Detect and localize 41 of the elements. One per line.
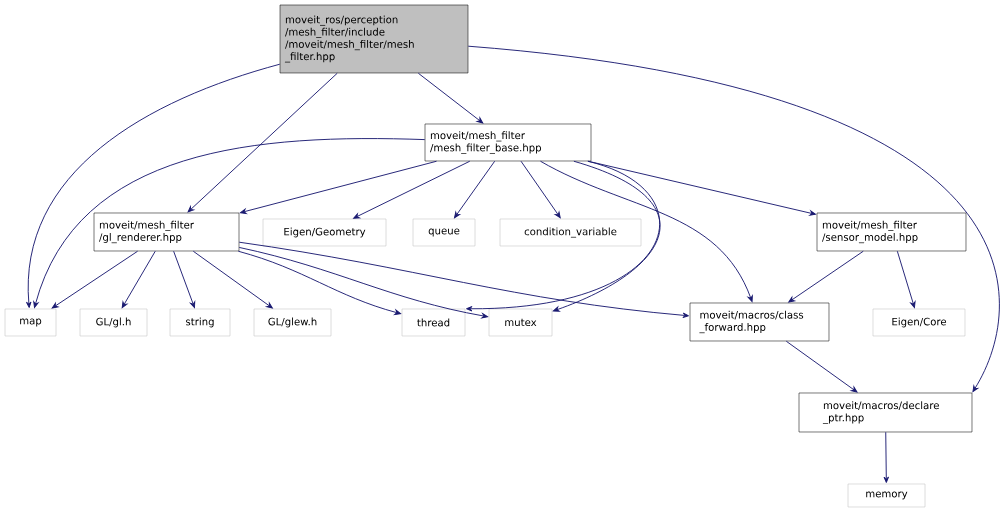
header-box: queue xyxy=(412,218,476,247)
arrow xyxy=(587,160,816,216)
arrow xyxy=(238,241,689,319)
arrow xyxy=(121,250,156,309)
header-box: GL/glew.h xyxy=(253,308,332,337)
header-box: thread xyxy=(401,308,466,337)
file-box: moveit/mesh_filter /sensor_model.hpp xyxy=(816,212,967,252)
header-box: condition_variable xyxy=(499,218,642,247)
file-box: moveit_ros/perception /mesh_filter/include /moveit/mesh_filter/mesh _filter.hpp xyxy=(279,4,469,74)
arrow xyxy=(238,246,488,319)
arrow xyxy=(454,160,496,219)
header-box: Eigen/Core xyxy=(872,308,966,337)
arrow xyxy=(467,45,1000,393)
arrow xyxy=(240,160,437,214)
arrow xyxy=(883,431,889,483)
arrow xyxy=(785,340,858,393)
arrow xyxy=(353,160,471,219)
file-box: moveit/mesh_filter /mesh_filter_base.hpp xyxy=(424,123,592,162)
file-box: moveit/macros/declare _ptr.hpp xyxy=(798,392,973,433)
arrow xyxy=(417,72,484,124)
header-box: map xyxy=(4,308,57,337)
arrow xyxy=(192,250,273,309)
arrow xyxy=(552,160,661,312)
arrow xyxy=(237,250,402,315)
arrow xyxy=(33,138,426,308)
arrow xyxy=(173,250,196,309)
file-box: moveit/mesh_filter /gl_renderer.hpp xyxy=(93,212,240,252)
arrow xyxy=(540,160,753,303)
header-box: memory xyxy=(847,483,926,508)
arrow xyxy=(51,250,139,309)
arrow xyxy=(187,72,338,213)
arrow xyxy=(788,250,864,303)
arrow xyxy=(26,63,281,308)
header-box: GL/gl.h xyxy=(79,308,148,337)
file-box: moveit/macros/class _forward.hpp xyxy=(689,302,830,342)
arrow xyxy=(520,160,561,219)
arrow xyxy=(466,160,660,312)
header-box: Eigen/Geometry xyxy=(262,218,387,247)
arrow xyxy=(896,250,916,309)
header-box: string xyxy=(169,308,231,337)
header-box: mutex xyxy=(488,308,553,337)
